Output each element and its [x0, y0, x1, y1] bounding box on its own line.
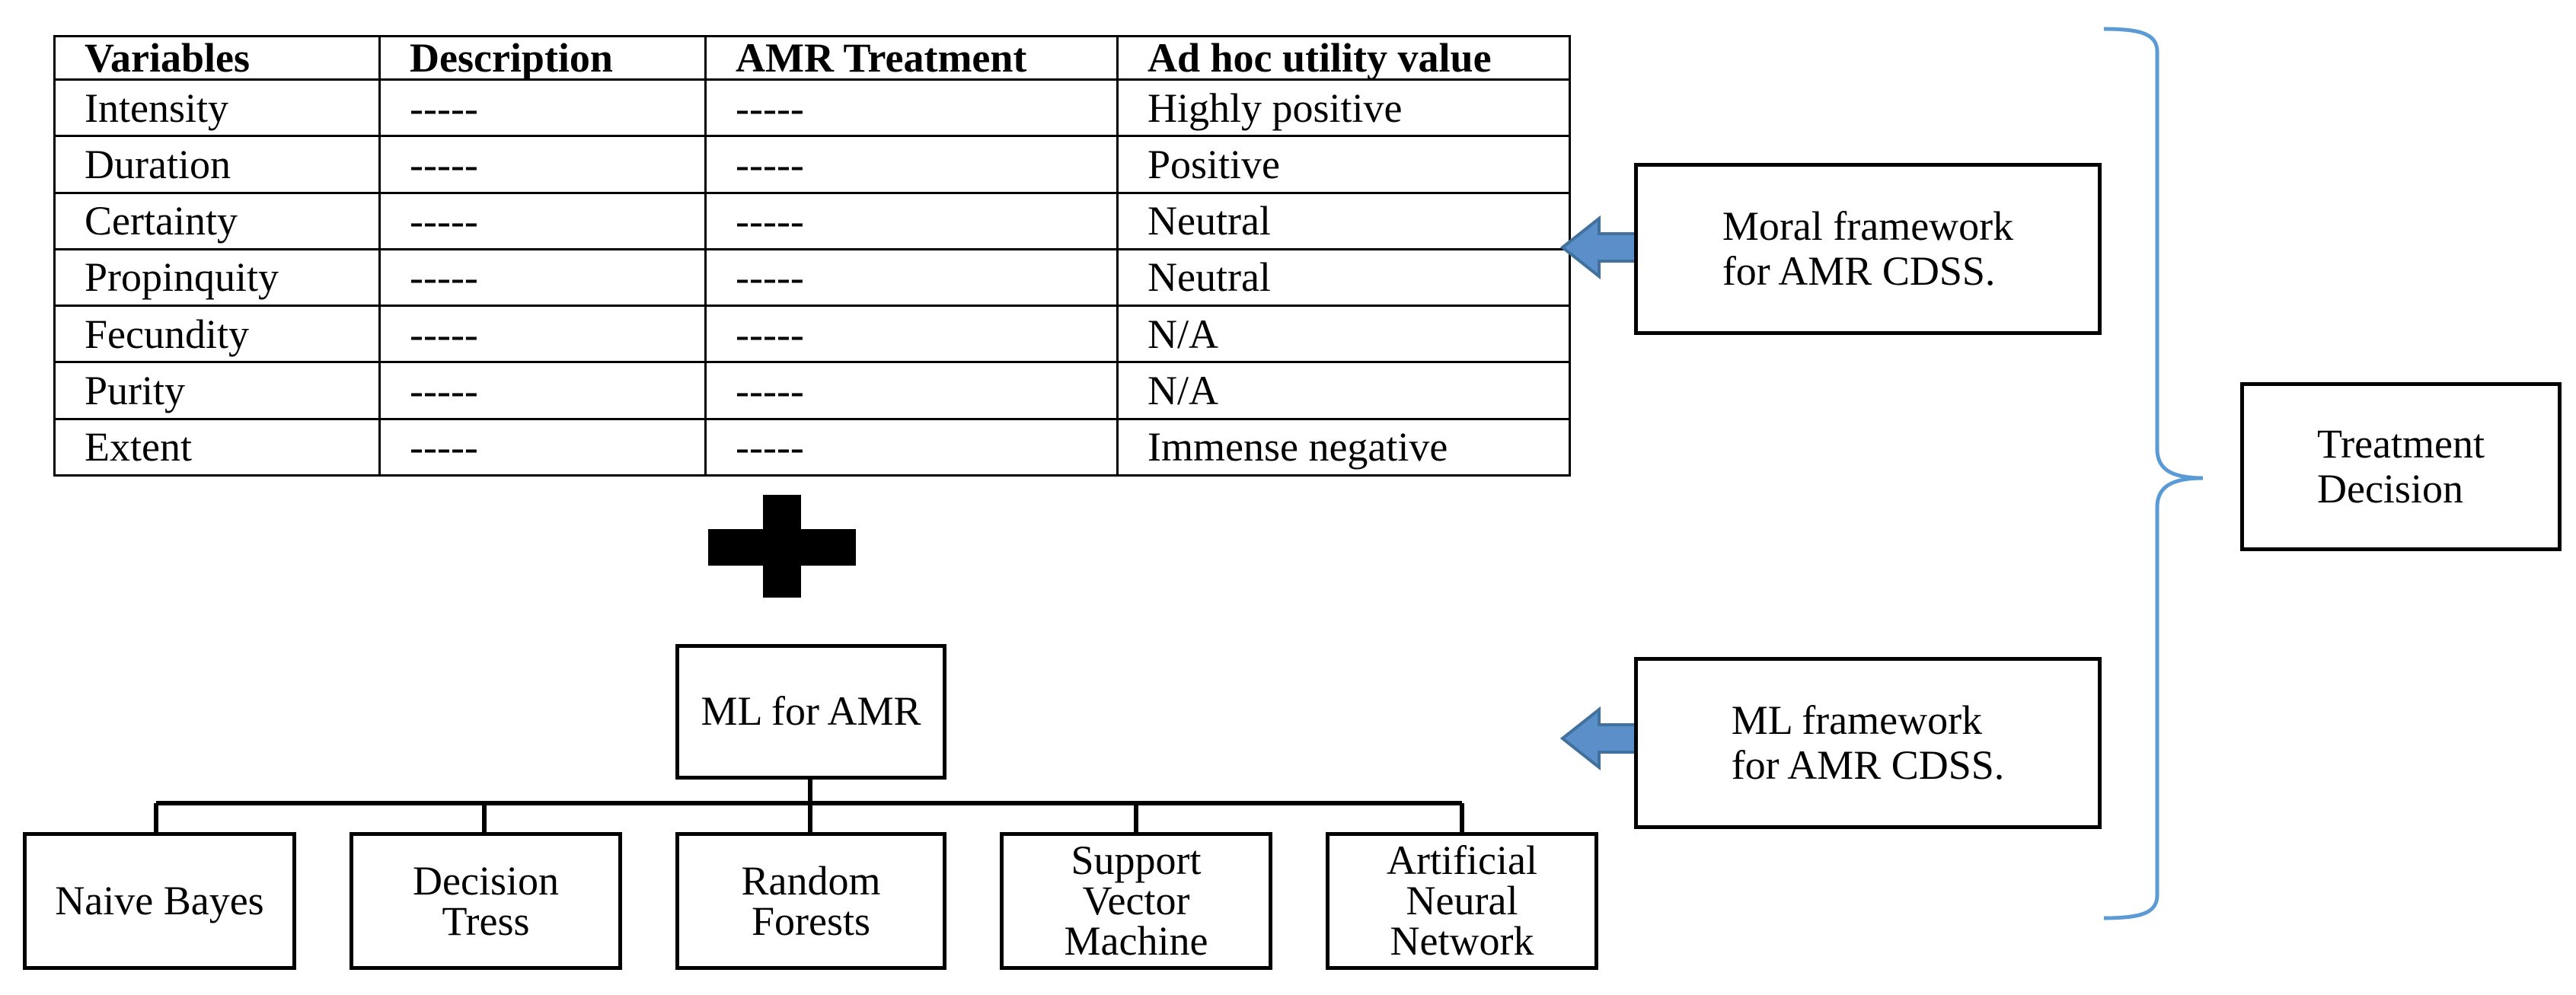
table-cell: ----- — [378, 417, 707, 477]
table-header-row: Variables Description AMR Treatment Ad h… — [53, 35, 1571, 81]
table-cell: ----- — [704, 78, 1119, 138]
table-row: Propinquity ----- ----- Neutral — [53, 247, 1571, 308]
header-variables: Variables — [53, 35, 381, 81]
header-amr-treatment: AMR Treatment — [704, 35, 1119, 81]
table-cell: Purity — [53, 361, 381, 420]
random-forests-label: Random Forests — [741, 857, 881, 944]
moral-framework-box: Moral framework for AMR CDSS. — [1634, 163, 2102, 335]
ml-framework-label: ML framework for AMR CDSS. — [1731, 697, 2005, 788]
table-cell: Highly positive — [1116, 78, 1571, 138]
table-cell: Duration — [53, 135, 381, 194]
table-cell: ----- — [704, 417, 1119, 477]
table-cell: ----- — [378, 135, 707, 194]
table-cell: Positive — [1116, 135, 1571, 194]
table-row: Purity ----- ----- N/A — [53, 361, 1571, 420]
ml-framework-box: ML framework for AMR CDSS. — [1634, 657, 2102, 829]
artificial-neural-network-box: Artificial Neural Network — [1326, 832, 1598, 970]
table-cell: Neutral — [1116, 191, 1571, 250]
utility-variables-table: Variables Description AMR Treatment Ad h… — [53, 35, 1571, 477]
table-cell: ----- — [378, 247, 707, 308]
support-vector-machine-label: Support Vector Machine — [1064, 837, 1208, 964]
table-cell: ----- — [378, 191, 707, 250]
table-cell: ----- — [704, 191, 1119, 250]
naive-bayes-label: Naive Bayes — [55, 878, 264, 924]
header-description: Description — [378, 35, 707, 81]
moral-framework-label: Moral framework for AMR CDSS. — [1722, 203, 2014, 294]
table-row: Extent ----- ----- Immense negative — [53, 417, 1571, 477]
table-cell: ----- — [378, 78, 707, 138]
decision-trees-box: Decision Tress — [350, 832, 622, 970]
random-forests-box: Random Forests — [675, 832, 946, 970]
table-cell: Neutral — [1116, 247, 1571, 308]
table-cell: N/A — [1116, 305, 1571, 364]
table-cell: N/A — [1116, 361, 1571, 420]
table-cell: Propinquity — [53, 247, 381, 308]
table-cell: Fecundity — [53, 305, 381, 364]
table-row: Duration ----- ----- Positive — [53, 135, 1571, 194]
support-vector-machine-box: Support Vector Machine — [1000, 832, 1272, 970]
table-cell: Certainty — [53, 191, 381, 250]
table-row: Certainty ----- ----- Neutral — [53, 191, 1571, 250]
table-cell: ----- — [378, 305, 707, 364]
ml-for-amr-box: ML for AMR — [675, 644, 946, 780]
plus-icon — [708, 495, 856, 598]
tree-connector-lines — [154, 777, 1464, 832]
naive-bayes-box: Naive Bayes — [23, 832, 296, 970]
ml-for-amr-label: ML for AMR — [701, 688, 921, 735]
table-cell: Extent — [53, 417, 381, 477]
treatment-decision-label: Treatment Decision — [2317, 420, 2485, 512]
table-cell: ----- — [704, 361, 1119, 420]
table-cell: ----- — [704, 305, 1119, 364]
artificial-neural-network-label: Artificial Neural Network — [1387, 837, 1537, 964]
decision-trees-label: Decision Tress — [413, 857, 559, 944]
table-cell: Immense negative — [1116, 417, 1571, 477]
curly-brace-icon — [2103, 27, 2204, 920]
treatment-decision-box: Treatment Decision — [2240, 382, 2562, 551]
table-row: Fecundity ----- ----- N/A — [53, 305, 1571, 364]
header-utility-value: Ad hoc utility value — [1116, 35, 1571, 81]
table-row: Intensity ----- ----- Highly positive — [53, 78, 1571, 138]
table-cell: ----- — [704, 247, 1119, 308]
table-cell: ----- — [378, 361, 707, 420]
table-cell: Intensity — [53, 78, 381, 138]
table-cell: ----- — [704, 135, 1119, 194]
